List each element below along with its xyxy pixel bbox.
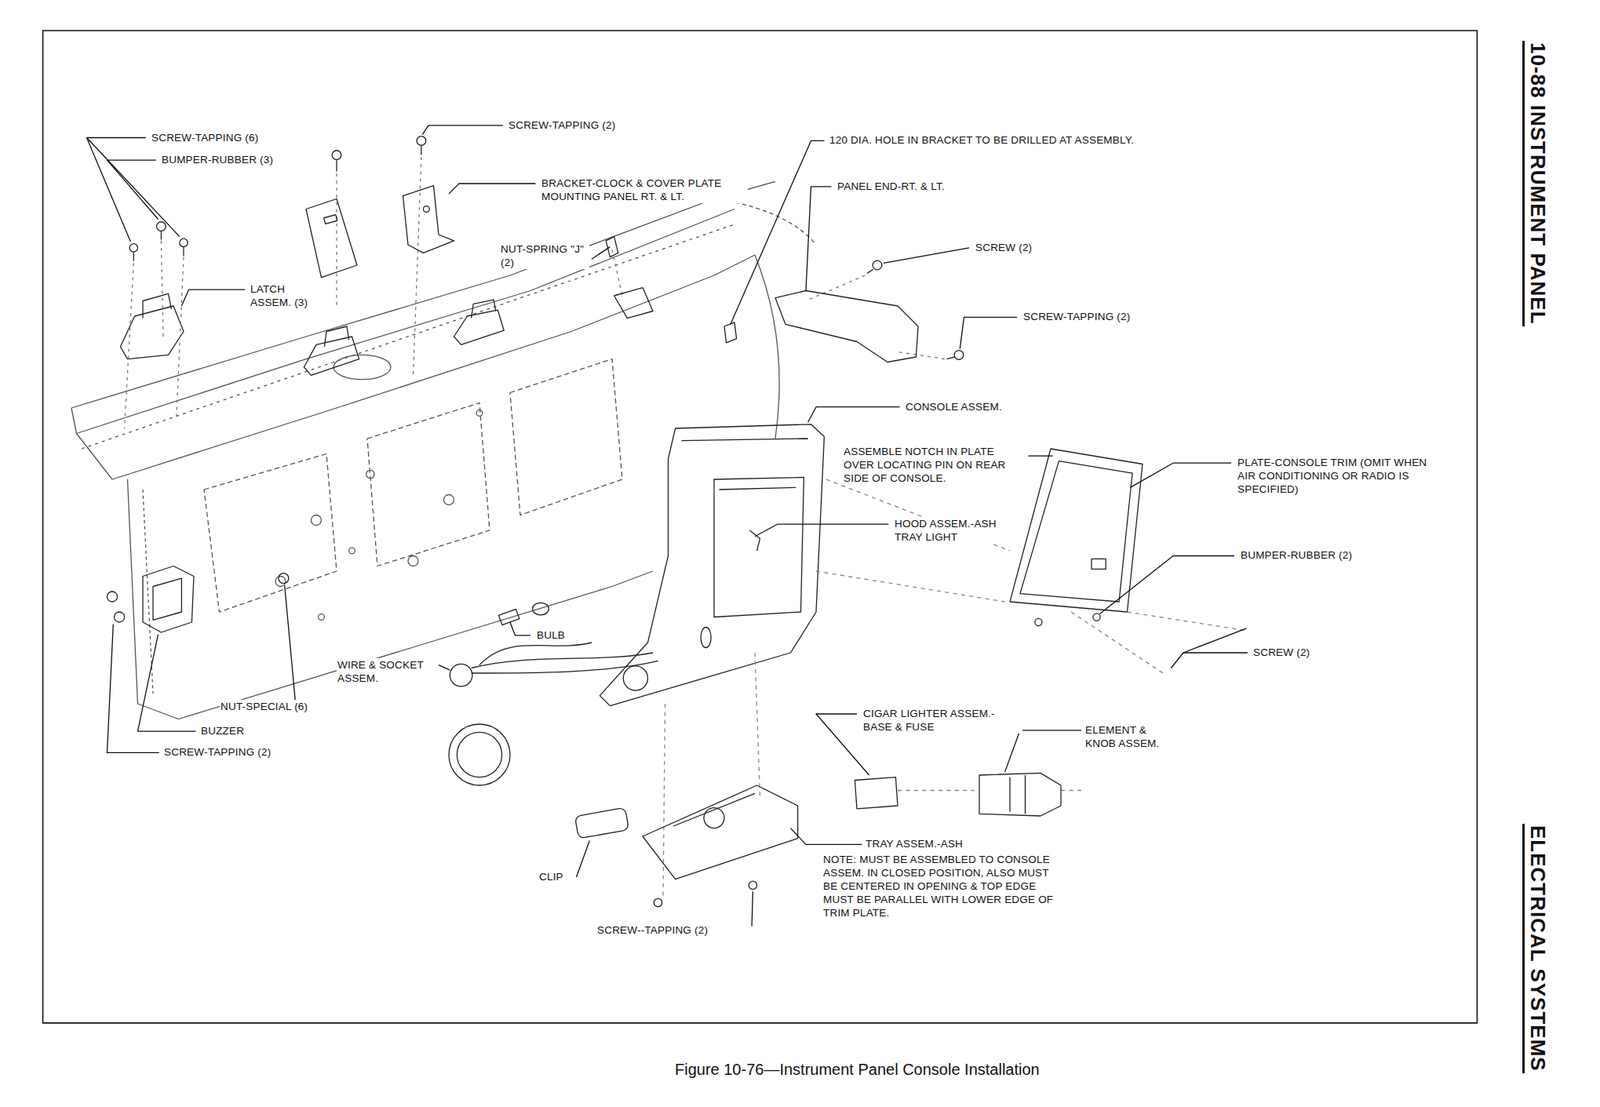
part-label: BRACKET-CLOCK & COVER PLATE MOUNTING PAN…: [540, 176, 748, 204]
wire-socket: [448, 602, 658, 786]
instrument-panel: [71, 181, 817, 719]
clock-bracket: [306, 185, 737, 343]
console-assembly: [599, 424, 824, 707]
part-label: TRAY ASSEM.-ASH: [864, 837, 964, 851]
part-label: NUT-SPRING "J" (2): [499, 242, 590, 270]
part-label: NUT-SPECIAL (6): [219, 699, 309, 714]
buzzer: [107, 566, 289, 634]
clip: [575, 807, 630, 839]
part-label: LATCH ASSEM. (3): [249, 282, 324, 310]
screw-symbol: [129, 136, 964, 361]
part-label: ASSEMBLE NOTCH IN PLATE OVER LOCATING PI…: [842, 444, 1027, 485]
part-label: SCREW-TAPPING (6): [150, 131, 259, 145]
part-label: CIGAR LIGHTER ASSEM.- BASE & FUSE: [862, 707, 1023, 734]
figure-caption: Figure 10-76—Instrument Panel Console In…: [674, 1060, 1040, 1079]
figure-frame: [43, 30, 1478, 1024]
part-label: SCREW-TAPPING (2): [1022, 309, 1131, 324]
part-label: SCREW--TAPPING (2): [596, 923, 709, 937]
center-line: [124, 156, 945, 429]
part-label: CONSOLE ASSEM.: [904, 400, 1003, 414]
part-label: BULB: [535, 628, 566, 642]
leader-line: [86, 125, 1247, 926]
part-label: ELEMENT & KNOB ASSEM.: [1084, 723, 1174, 751]
cigar-lighter: [854, 772, 1061, 817]
part-label: SCREW (2): [974, 240, 1033, 255]
part-label: SCREW (2): [1252, 645, 1311, 660]
part-label: PLATE-CONSOLE TRIM (OMIT WHEN AIR CONDIT…: [1236, 455, 1436, 496]
part-label: CLIP: [538, 870, 565, 884]
page-header: 10-88 INSTRUMENT PANEL: [1522, 40, 1550, 327]
panel-end: [775, 291, 919, 363]
page-header: ELECTRICAL SYSTEMS: [1522, 823, 1550, 1074]
trim-plate: [1009, 448, 1143, 627]
part-label: NOTE: MUST BE ASSEMBLED TO CONSOLE ASSEM…: [822, 852, 1061, 920]
part-label: BUMPER-RUBBER (2): [1239, 548, 1353, 562]
part-label: 120 DIA. HOLE IN BRACKET TO BE DRILLED A…: [828, 133, 1135, 147]
part-label: BUZZER: [200, 724, 245, 738]
part-label: BUMPER-RUBBER (3): [160, 153, 274, 167]
part-label: PANEL END-RT. & LT.: [836, 179, 946, 194]
part-label: HOOD ASSEM.-ASH TRAY LIGHT: [893, 517, 1015, 544]
part-label: WIRE & SOCKET ASSEM.: [336, 658, 437, 686]
ash-tray: [642, 785, 799, 908]
part-label: SCREW-TAPPING (2): [507, 118, 616, 132]
part-label: SCREW-TAPPING (2): [163, 745, 272, 759]
center-line: [663, 479, 1245, 898]
